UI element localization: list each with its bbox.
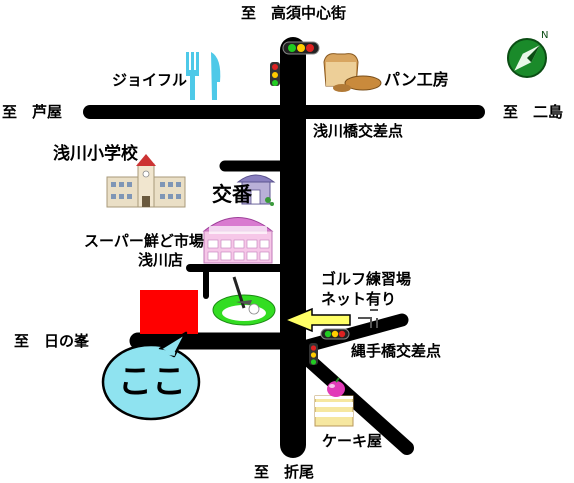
compass-icon: N — [507, 30, 548, 78]
golf-label-line2: ネット有り — [321, 290, 397, 308]
here-bubble — [101, 331, 201, 421]
svg-text:N: N — [541, 30, 548, 41]
direction-west-label: 至 芦屋 — [2, 103, 63, 121]
road-nawate-ne — [293, 313, 409, 355]
supermarket-icon — [202, 217, 274, 264]
direction-east-label: 至 二島 — [503, 103, 564, 121]
traffic-light-icon — [270, 41, 320, 86]
bakery-label: パン工房 — [384, 70, 449, 89]
road-network — [83, 37, 485, 458]
supermarket-label-line2: 浅川店 — [138, 251, 184, 269]
direction-north-label: 至 高須中心街 — [241, 4, 347, 22]
traffic-light-icon — [309, 328, 350, 365]
fork-knife-icon — [186, 52, 221, 100]
supermarket-label-line1: スーパー鮮ど市場 — [84, 232, 204, 250]
arrow-icon — [283, 307, 378, 333]
joyfull-label: ジョイフル — [112, 71, 188, 89]
bread-icon — [323, 53, 382, 92]
koban-label: 交番 — [212, 182, 252, 206]
cake-icon — [314, 377, 354, 427]
golf-label-line1: ゴルフ練習場 — [321, 270, 412, 288]
school-label: 浅川小学校 — [53, 144, 138, 164]
cake-shop-label: ケーキ屋 — [322, 432, 383, 450]
golf-icon — [212, 276, 276, 326]
direction-south-label: 至 折尾 — [254, 463, 315, 481]
police-box-icon — [236, 174, 276, 206]
here-label: ここ — [118, 362, 186, 402]
destination-marker — [140, 290, 198, 334]
direction-west-lower-label: 至 日の峯 — [14, 332, 90, 350]
school-icon — [106, 154, 186, 208]
nawate-bridge-intersection-label: 縄手橋交差点 — [351, 342, 442, 360]
asakawa-bridge-intersection-label: 浅川橋交差点 — [313, 122, 404, 140]
